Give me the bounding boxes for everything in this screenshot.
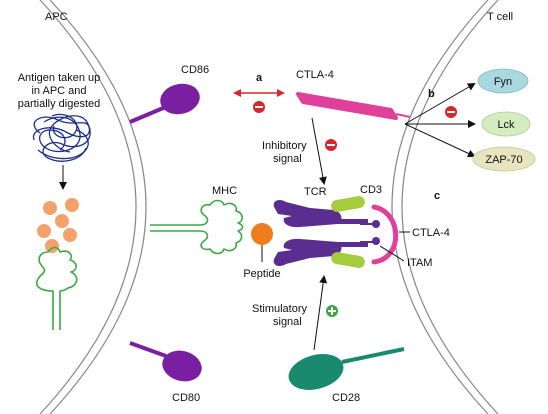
cd86-molecule [129,83,200,124]
inhibitory-signal-arrow [311,117,327,185]
itam-label: ITAM [407,257,432,269]
stimulation-icon [326,305,338,317]
fyn-label: Fyn [494,76,512,88]
stimulatory-signal-line-2: signal [273,316,302,328]
cd28-label: CD28 [332,392,360,404]
tcell-label: T cell [487,11,513,23]
fyn-kinase [477,68,529,94]
zap70-label: ZAP-70 [485,154,522,166]
ctla4-intracellular-arc [371,204,399,265]
inhibition-icon [253,101,265,113]
ctla4-side-label: CTLA-4 [412,227,450,239]
antigen-note-line-2: in APC and [31,85,86,97]
tcr-tails [360,220,380,245]
tcr-label: TCR [304,186,327,198]
tcell-membrane [391,0,499,414]
lck-kinase [481,111,531,137]
cd3-complex [331,196,365,268]
intracellular-mhc [36,246,78,330]
apc-label: APC [45,11,68,23]
kinase-arrows [404,82,476,158]
stimulatory-signal-line-1: Stimulatory [252,303,308,315]
tcr-receptor [273,199,368,267]
inhibitory-signal-line-2: signal [273,153,302,165]
panel-letter-b: b [428,88,435,100]
ctla4-top-label: CTLA-4 [296,69,334,81]
panel-letter-a: a [256,72,263,84]
itam-pointer [379,245,405,262]
cd80-molecule [129,341,202,382]
panel-letter-c: c [434,190,440,202]
cd3-label: CD3 [360,184,382,196]
lck-label: Lck [497,119,515,131]
ctla4-tail [395,113,411,118]
apc-membrane [39,0,147,414]
peptide-antigen [251,223,273,245]
inhibitory-signal-line-1: Inhibitory [262,140,307,152]
inhibition-icon [325,139,337,151]
peptide-label: Peptide [243,268,280,280]
mhc-molecule [150,199,244,255]
ctla4-receptor [296,92,398,120]
cd28-molecule [288,347,405,390]
zap70-kinase [472,146,536,172]
cd86-label: CD86 [181,64,209,76]
antigen-note-line-1: Antigen taken up [18,72,101,84]
stimulatory-signal-arrow [313,275,328,351]
antigen-tangle-icon [33,113,91,162]
cd80-label: CD80 [172,392,200,404]
inhibition-icon [445,106,457,118]
peptide-fragments [37,198,79,253]
mhc-label: MHC [212,185,237,197]
antigen-note-line-3: partially digested [18,98,101,110]
